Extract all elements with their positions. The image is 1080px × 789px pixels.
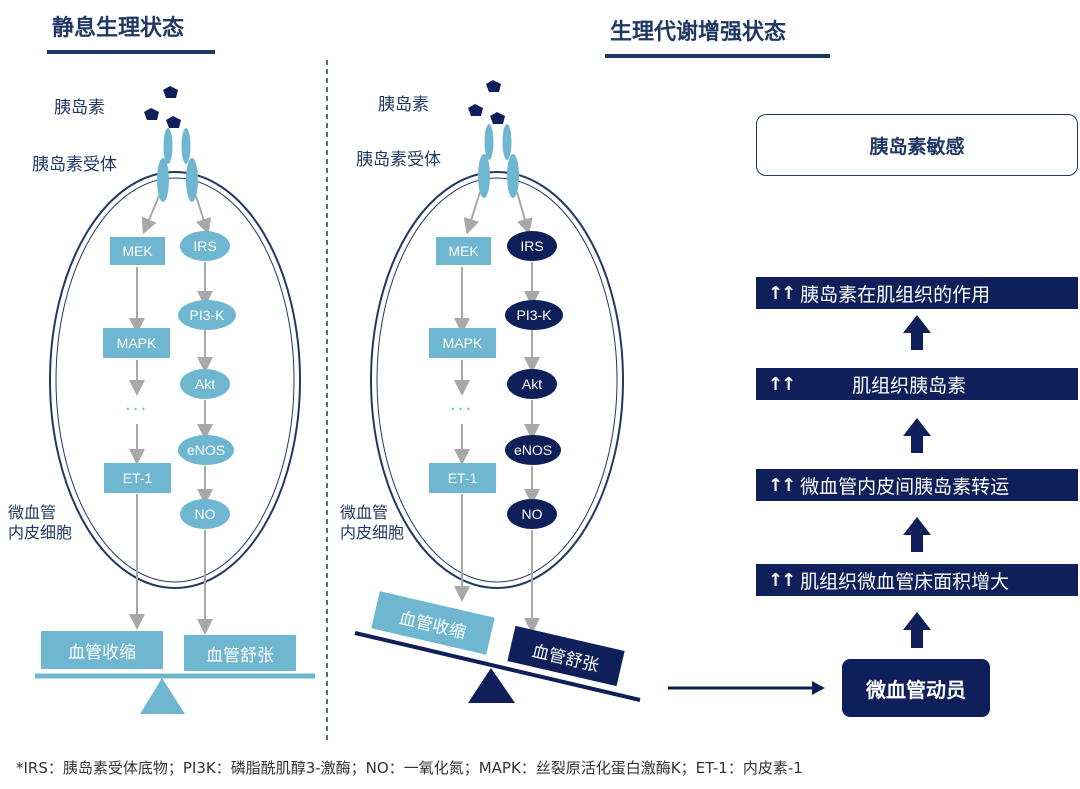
left-enos-node: eNOS [178, 435, 234, 465]
connector-arrowhead-icon [812, 681, 825, 695]
left-dilate-box: 血管舒张 [184, 635, 296, 671]
right-akt-node: Akt [507, 369, 557, 399]
left-no-node: NO [180, 499, 230, 529]
double-up-arrow-icon: ↑↑ [768, 282, 796, 304]
left-insulin-label: 胰岛素 [54, 98, 105, 118]
right-panel-title: 生理代谢增强状态 [610, 20, 787, 45]
right-no-node: NO [507, 499, 557, 529]
right-insulin-label: 胰岛素 [378, 95, 429, 115]
right-cell-label: 微血管 内皮细胞 [340, 503, 405, 542]
left-cell-label: 微血管 内皮细胞 [8, 503, 73, 542]
left-irs-node: IRS [180, 231, 230, 261]
right-et1-box: ET-1 [429, 463, 496, 493]
right-receptor-icon [478, 124, 519, 198]
right-pi3k-node: PI3-K [505, 300, 563, 330]
right-cell-outer [370, 171, 624, 589]
left-cell-inner [55, 177, 295, 583]
right-balance-beam [354, 631, 641, 702]
flow-step-text: 肌组织胰岛素 [852, 374, 967, 397]
right-title-underline [605, 54, 830, 58]
flow-step-text: 微血管内皮间胰岛素转运 [800, 475, 1010, 498]
flow-step-transport: ↑↑ 微血管内皮间胰岛素转运 [756, 469, 1078, 501]
right-ellipsis: ··· [450, 399, 474, 420]
right-balance-fulcrum [468, 668, 515, 703]
right-receptor-label: 胰岛素受体 [356, 150, 441, 170]
double-up-arrow-icon: ↑↑ [768, 474, 796, 496]
left-pi3k-node: PI3-K [178, 300, 236, 330]
right-cell-inner [376, 177, 618, 583]
right-mek-box: MEK [436, 237, 491, 265]
left-mek-box: MEK [110, 237, 165, 265]
flow-step-capillary-area: ↑↑ 肌组织微血管床面积增大 [756, 564, 1078, 596]
left-ellipsis: ··· [125, 399, 149, 420]
left-et1-box: ET-1 [104, 463, 171, 493]
left-akt-node: Akt [180, 369, 230, 399]
insulin-molecule-icon [144, 108, 159, 120]
insulin-molecule-icon [490, 112, 505, 124]
left-mapk-box: MAPK [103, 328, 170, 358]
left-title-underline [47, 50, 215, 54]
flow-step-muscle-action: ↑↑ 胰岛素在肌组织的作用 [756, 277, 1078, 309]
left-receptor-icon [157, 128, 198, 202]
right-enos-node: eNOS [505, 435, 561, 465]
insulin-molecule-icon [163, 86, 178, 98]
double-up-arrow-icon: ↑↑ [768, 373, 796, 395]
right-mapk-box: MAPK [429, 328, 496, 358]
insulin-sensitivity-box: 胰岛素敏感 [756, 114, 1078, 176]
insulin-molecule-icon [486, 80, 501, 92]
double-up-arrow-icon: ↑↑ [768, 569, 796, 591]
left-panel-title: 静息生理状态 [52, 16, 185, 41]
flow-up-arrows [903, 315, 931, 648]
left-balance-fulcrum [140, 678, 185, 714]
left-receptor-label: 胰岛素受体 [32, 155, 117, 175]
right-irs-node: IRS [507, 231, 557, 261]
flow-step-muscle-insulin: ↑↑ 肌组织胰岛素 [756, 368, 1078, 400]
flow-step-text: 胰岛素在肌组织的作用 [800, 283, 991, 306]
abbreviation-footnote: *IRS：胰岛素受体底物；PI3K：磷脂酰肌醇3-激酶；NO：一氧化氮；MAPK… [16, 759, 803, 777]
insulin-molecule-icon [468, 104, 483, 116]
insulin-molecule-icon [166, 116, 181, 128]
left-constrict-box: 血管收缩 [41, 631, 163, 669]
microvascular-recruitment-box: 微血管动员 [842, 659, 990, 717]
flow-step-text: 肌组织微血管床面积增大 [800, 570, 1010, 593]
left-cell-outer [49, 171, 301, 589]
